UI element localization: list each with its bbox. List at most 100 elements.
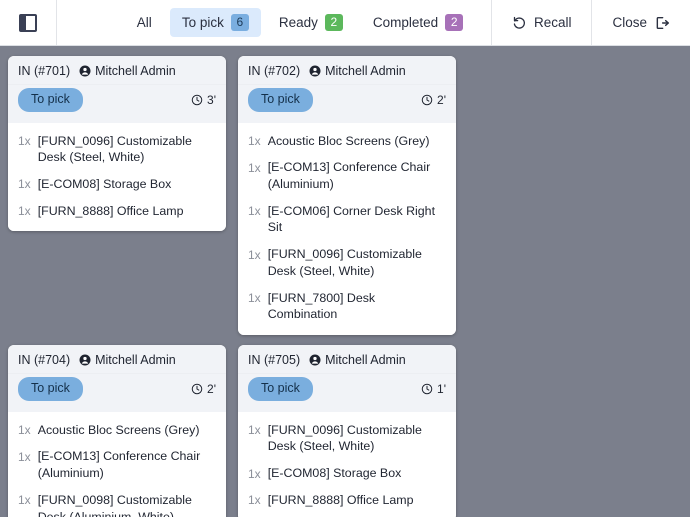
line-product: [E-COM08] Storage Box bbox=[37, 176, 172, 191]
close-button[interactable]: Close bbox=[591, 0, 690, 45]
line-product: [FURN_0096] Customizable Desk (Steel, Wh… bbox=[267, 422, 422, 454]
picking-card-1[interactable]: IN (#702) Mitchell Admin To pick bbox=[238, 56, 456, 336]
recall-button[interactable]: Recall bbox=[490, 0, 592, 45]
line-product: [FURN_8888] Office Lamp bbox=[37, 203, 184, 218]
card-user: Mitchell Admin bbox=[79, 353, 176, 367]
recall-label: Recall bbox=[533, 15, 572, 30]
card-user-name: Mitchell Admin bbox=[95, 353, 176, 368]
card-reference: IN (#705) bbox=[248, 353, 301, 368]
card-user: Mitchell Admin bbox=[309, 353, 406, 367]
line-quantity: 1x bbox=[248, 204, 261, 219]
tab-to-pick-label: To pick bbox=[181, 15, 224, 30]
tab-ready[interactable]: Ready 2 bbox=[267, 8, 355, 37]
tab-to-pick-count: 6 bbox=[230, 14, 249, 31]
undo-icon bbox=[512, 15, 527, 30]
card-lines: 1x Acoustic Bloc Screens (Grey) 1x [E-CO… bbox=[238, 122, 456, 336]
card-time: 2' bbox=[191, 382, 216, 396]
line-quantity: 1x bbox=[18, 134, 31, 148]
line-quantity: 1x bbox=[248, 134, 261, 148]
sidebar-toggle-area[interactable] bbox=[0, 0, 57, 45]
line-quantity: 1x bbox=[248, 423, 261, 438]
card-header: IN (#705) Mitchell Admin bbox=[238, 345, 456, 375]
clock-icon bbox=[191, 383, 203, 395]
card-header: IN (#702) Mitchell Admin bbox=[238, 56, 456, 85]
card-line[interactable]: 1x [FURN_7800] Desk Combination bbox=[248, 290, 446, 323]
line-product: [E-COM08] Storage Box bbox=[267, 466, 402, 481]
card-line[interactable]: 1x [FURN_0096] Customizable Desk (Steel,… bbox=[248, 422, 446, 455]
card-status-row: To pick 3' bbox=[8, 85, 226, 123]
clock-icon bbox=[421, 94, 433, 106]
card-line[interactable]: 1x [FURN_0098] Customizable Desk (Alumin… bbox=[18, 492, 216, 517]
line-quantity: 1x bbox=[18, 177, 31, 192]
card-line[interactable]: 1x [E-COM13] Conference Chair (Aluminium… bbox=[248, 159, 446, 192]
line-quantity: 1x bbox=[18, 493, 31, 508]
card-line[interactable]: 1x [E-COM08] Storage Box bbox=[18, 176, 216, 193]
status-badge[interactable]: To pick bbox=[248, 377, 313, 401]
tab-completed-count: 2 bbox=[445, 14, 464, 31]
card-line[interactable]: 1x Acoustic Bloc Screens (Grey) bbox=[18, 422, 216, 439]
tab-all-label: All bbox=[136, 15, 152, 30]
card-line[interactable]: 1x [E-COM06] Corner Desk Right Sit bbox=[248, 203, 446, 236]
tab-to-pick[interactable]: To pick 6 bbox=[169, 8, 261, 37]
card-time-value: 2' bbox=[207, 381, 216, 396]
card-line[interactable]: 1x [FURN_0096] Customizable Desk (Steel,… bbox=[248, 246, 446, 279]
card-header: IN (#704) Mitchell Admin bbox=[8, 345, 226, 375]
line-quantity: 1x bbox=[248, 291, 261, 306]
status-badge[interactable]: To pick bbox=[18, 377, 83, 401]
line-product: Acoustic Bloc Screens (Grey) bbox=[267, 133, 430, 148]
status-badge[interactable]: To pick bbox=[248, 88, 313, 112]
tab-all[interactable]: All bbox=[125, 9, 164, 36]
line-product: [E-COM13] Conference Chair (Aluminium) bbox=[267, 160, 431, 191]
card-user-name: Mitchell Admin bbox=[325, 64, 406, 78]
card-time: 1' bbox=[421, 382, 446, 396]
status-badge[interactable]: To pick bbox=[18, 88, 83, 112]
card-line[interactable]: 1x [FURN_0096] Customizable Desk (Steel,… bbox=[18, 133, 216, 166]
line-product: [FURN_0096] Customizable Desk (Steel, Wh… bbox=[267, 247, 422, 278]
card-lines: 1x [FURN_0096] Customizable Desk (Steel,… bbox=[238, 411, 456, 517]
tab-completed[interactable]: Completed 2 bbox=[361, 8, 475, 37]
clock-icon bbox=[191, 94, 203, 106]
card-line[interactable]: 1x [FURN_8888] Office Lamp bbox=[18, 203, 216, 220]
card-user: Mitchell Admin bbox=[309, 64, 406, 78]
card-line[interactable]: 1x [FURN_8888] Office Lamp bbox=[248, 492, 446, 509]
close-label: Close bbox=[612, 15, 647, 30]
card-user: Mitchell Admin bbox=[79, 64, 176, 78]
card-user-name: Mitchell Admin bbox=[325, 353, 406, 368]
picking-card-3[interactable]: IN (#705) Mitchell Admin To pick bbox=[238, 345, 456, 517]
panel-toggle-icon[interactable] bbox=[19, 13, 37, 32]
line-quantity: 1x bbox=[248, 466, 261, 481]
card-reference: IN (#704) bbox=[18, 353, 71, 368]
line-quantity: 1x bbox=[18, 423, 31, 438]
line-product: [E-COM13] Conference Chair (Aluminium) bbox=[37, 449, 201, 481]
card-line[interactable]: 1x Acoustic Bloc Screens (Grey) bbox=[248, 133, 446, 150]
card-reference: IN (#702) bbox=[248, 64, 301, 78]
line-quantity: 1x bbox=[248, 493, 261, 508]
sign-out-icon bbox=[654, 15, 670, 31]
avatar-icon bbox=[79, 354, 91, 366]
card-time: 3' bbox=[191, 93, 216, 107]
avatar-icon bbox=[309, 354, 321, 366]
line-quantity: 1x bbox=[248, 247, 261, 262]
card-lines: 1x Acoustic Bloc Screens (Grey) 1x [E-CO… bbox=[8, 411, 226, 517]
line-product: [FURN_0098] Customizable Desk (Aluminium… bbox=[37, 492, 192, 517]
card-line[interactable]: 1x [E-COM08] Storage Box bbox=[248, 465, 446, 482]
card-user-name: Mitchell Admin bbox=[95, 64, 176, 78]
picking-card-0[interactable]: IN (#701) Mitchell Admin To pick bbox=[8, 56, 226, 232]
card-time-value: 3' bbox=[207, 92, 216, 107]
line-product: [E-COM06] Corner Desk Right Sit bbox=[267, 203, 436, 235]
card-time-value: 1' bbox=[437, 381, 446, 396]
filter-tabs: All To pick 6 Ready 2 Completed 2 bbox=[57, 0, 491, 45]
card-line[interactable]: 1x [E-COM13] Conference Chair (Aluminium… bbox=[18, 448, 216, 481]
tab-completed-label: Completed bbox=[372, 15, 439, 30]
picking-card-2[interactable]: IN (#704) Mitchell Admin To pick bbox=[8, 345, 226, 517]
tab-ready-count: 2 bbox=[324, 14, 343, 31]
toolbar-actions: Recall Close bbox=[490, 0, 690, 45]
card-lines: 1x [FURN_0096] Customizable Desk (Steel,… bbox=[8, 122, 226, 232]
line-product: [FURN_7800] Desk Combination bbox=[267, 290, 376, 322]
card-time: 2' bbox=[421, 93, 446, 107]
avatar-icon bbox=[79, 65, 91, 77]
line-quantity: 1x bbox=[18, 204, 31, 219]
card-status-row: To pick 2' bbox=[238, 85, 456, 123]
top-toolbar: All To pick 6 Ready 2 Completed 2 Recall bbox=[0, 0, 690, 46]
picking-board: IN (#701) Mitchell Admin To pick bbox=[0, 46, 690, 517]
